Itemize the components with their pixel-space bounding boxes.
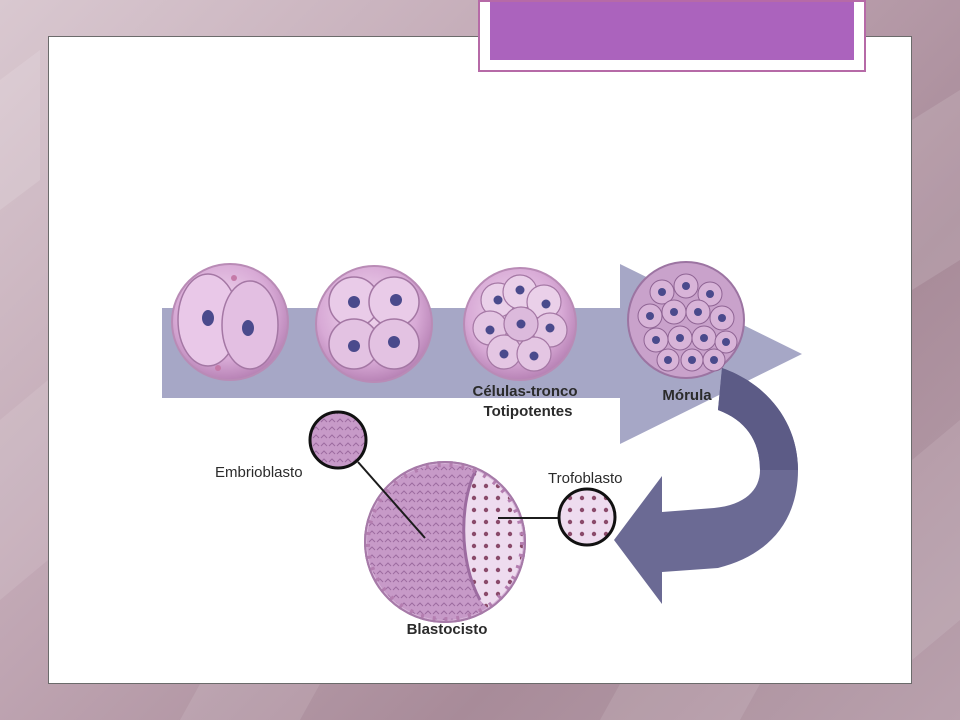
title-placeholder	[478, 0, 866, 72]
return-arrow	[614, 368, 798, 604]
eight-cell-embryo	[463, 267, 577, 381]
morula-embryo	[627, 261, 745, 379]
blastocyst	[364, 461, 526, 623]
stem-cells-label-line2: Totipotentes	[484, 403, 573, 420]
two-cell-embryo	[171, 263, 289, 381]
trophoblast-label: Trofoblasto	[548, 470, 622, 487]
four-cell-embryo	[315, 265, 433, 383]
embryoblast-zoom	[308, 410, 426, 539]
stem-cells-label-line1: Células-tronco	[472, 383, 577, 400]
morula-label: Mórula	[662, 387, 712, 404]
blastocyst-label: Blastocisto	[407, 621, 488, 638]
title-placeholder-fill	[490, 2, 854, 60]
embryoblast-label: Embrioblasto	[215, 464, 303, 481]
trophoblast-zoom	[498, 487, 617, 547]
